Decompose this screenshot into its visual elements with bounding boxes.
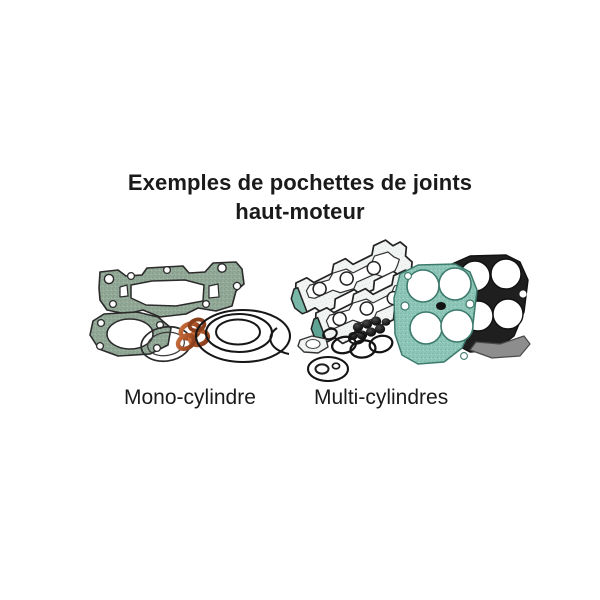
small-black-o-ring: [215, 318, 261, 346]
partial-o-ring: [269, 327, 290, 355]
gasket-kits-illustration: [0, 232, 600, 383]
caption-mono-cylindre: Mono-cylindre: [124, 386, 256, 409]
four-cylinder-head-gasket-teal: [393, 263, 478, 365]
gasket-kits-svg: [89, 239, 531, 383]
mono-cylinder-gasket-kit: [89, 261, 292, 364]
large-black-o-ring: [194, 308, 292, 364]
oil-seal-ring: [306, 355, 350, 383]
page-title: Exemples de pochettes de joints haut-mot…: [0, 168, 600, 226]
page-title-line-1: Exemples de pochettes de joints: [127, 170, 473, 195]
base-gasket: [98, 261, 245, 318]
caption-multi-cylindres: Multi-cylindres: [314, 386, 449, 409]
copper-o-rings: [175, 317, 211, 352]
cam-end-plug-gasket: [297, 335, 329, 354]
rubber-o-rings: [322, 327, 394, 359]
caption-row: Mono-cylindre Multi-cylindres: [0, 386, 600, 414]
valve-stem-seals: [348, 316, 391, 340]
valve-cover-gasket-left: [290, 239, 413, 315]
multi-cylinder-gasket-kit: [269, 239, 531, 383]
page-title-line-2: haut-moteur: [235, 199, 365, 224]
